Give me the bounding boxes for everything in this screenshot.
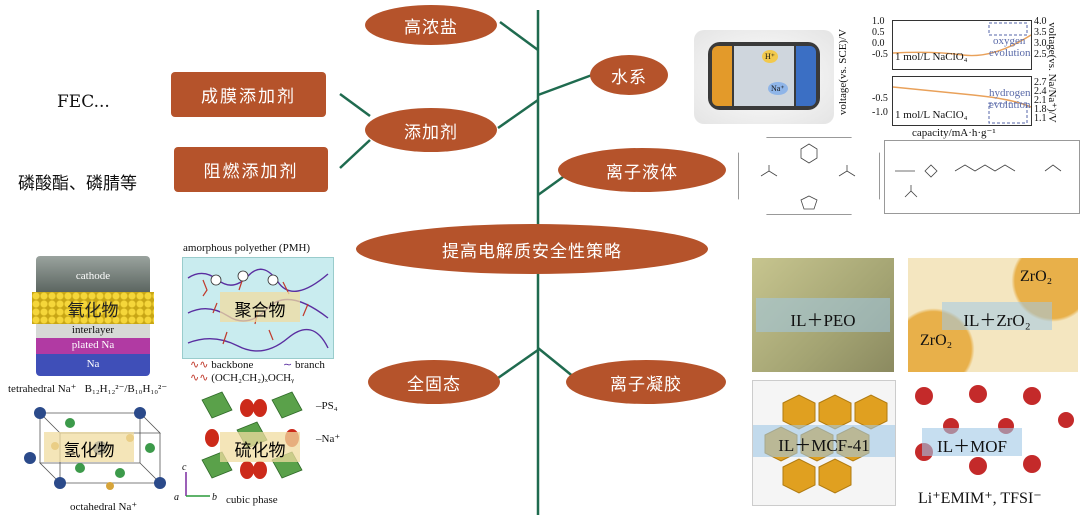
axis-b: b [212,492,217,503]
gel-panel-zro2-corner-bottom: ZrO₂ [920,332,953,349]
chart-top-label: 1 mol/L NaClO₄ [895,51,968,63]
fec-text: FEC... [57,92,110,112]
polymer-chain-label: ∿∿ (OCH₂CH₂)ₓOCHᵧ [190,372,295,384]
node-high-salt: 高浓盐 [365,5,497,45]
node-center: 提高电解质安全性策略 [356,224,708,274]
tick: 2.5 [1034,49,1047,60]
na-ion: Na⁺ [768,82,788,95]
battery-stack-figure: cathode 氧化物 interlayer plated Na Na [30,252,156,378]
polymer-backbone-label: ∿∿ backbone [190,359,254,371]
node-aqueous: 水系 [590,55,668,95]
h-ion: H⁺ [762,50,778,63]
chart-bottom-note2: evolution [989,99,1031,111]
chart-top-left-ticks: 1.0 0.5 0.0 -0.5 [872,16,888,60]
aqueous-chart: voltage(vs. SCE)/V voltage(vs. Na/Na⁺)/V… [837,14,1078,142]
plated-na-label: plated Na [71,339,115,351]
gel-panel-mof: IL＋MOF [906,380,1078,486]
gel-panel-peo-band [756,298,890,332]
chart-xlabel: capacity/mA·h·g⁻¹ [912,127,996,139]
chart-ylabel-left: voltage(vs. SCE)/V [837,28,850,116]
gel-panel-zro2-band [942,302,1052,330]
tick: 2.7 [1034,77,1047,88]
hydride-label: 氢化物 [63,441,115,461]
chart-bottom-label: 1 mol/L NaClO₄ [895,109,968,121]
oxide-label: 氧化物 [67,301,119,321]
sulfide-axes [185,472,210,497]
tick: 0.0 [872,38,885,49]
phosphate-text: 磷酸酯、磷腈等 [18,174,137,194]
interlayer-label: interlayer [71,324,115,336]
polymer-label: 聚合物 [234,301,286,321]
chart-bottom-right-ticks: 2.7 2.4 2.1 1.8 1.1 [1034,77,1047,124]
node-ionic-liquid: 离子液体 [558,148,726,192]
sulfide-na-label: –Na⁺ [316,433,341,445]
gel-panel-zro2-label: IL＋ZrO₂ [963,311,1031,330]
chart-ylabel-right: voltage(vs. Na/Na⁺)/V [1045,22,1058,123]
node-solid-state: 全固态 [368,360,500,404]
polymer-label-bg [220,292,300,322]
axis-c: c [182,462,187,473]
ionic-liquid-anions [884,140,1080,214]
gel-panel-mof-band [922,428,1022,456]
sulfide-ps4-label: –PS₄ [316,400,338,412]
gel-panel-zro2: IL＋ZrO₂ ZrO₂ ZrO₂ [908,258,1078,372]
cathode-strip [796,46,816,106]
na-layer [36,354,150,376]
tick: 0.5 [872,27,885,38]
tick: 1.1 [1034,113,1047,124]
node-film-additive: 成膜添加剂 [171,72,326,117]
hydride-label-bg [44,432,134,462]
chart-bottom-note1: hydrogen [989,87,1031,99]
interlayer [36,324,150,338]
gel-panel-mof-caption: Li⁺EMIM⁺, TFSI⁻ [918,490,1042,507]
chart-bottom-panel: 1 mol/L NaClO₄ hydrogen evolution [892,76,1032,126]
cation-structures [760,143,856,210]
anode-strip [712,46,732,106]
tick: 3.0 [1034,38,1047,49]
cathode-label: cathode [75,270,111,282]
gel-panel-mof-label: IL＋MOF [937,437,1007,456]
sulfide-label: 硫化物 [234,441,286,461]
chart-top-panel: 1 mol/L NaClO₄ oxygen evolution [892,20,1032,70]
gel-panel-mof-clusters [915,385,1074,475]
chart-top-curve [892,22,1032,57]
na-label: Na [86,358,100,370]
tick: 1.8 [1034,104,1047,115]
anion-structures [895,164,1062,198]
gel-panel-mcf-label: IL＋MCF-41 [778,436,870,455]
chart-top-note2: evolution [989,47,1031,59]
node-additive: 添加剂 [365,108,497,152]
polymer-title: amorphous polyether (PMH) [183,242,311,254]
sulfide-label-bg [220,432,300,462]
tick: 2.4 [1034,86,1047,97]
gel-panel-peo: IL＋PEO [752,258,894,372]
chart-top-note1: oxygen [993,35,1026,47]
tick: 4.0 [1034,16,1047,27]
hydride-bottom-label: octahedral Na⁺ [70,501,138,513]
chart-bottom-left-ticks: -0.5 -1.0 [872,92,888,120]
polymer-branch-label: ∼ branch [283,359,325,371]
tick: 1.0 [872,16,885,27]
aqueous-cell-figure: H⁺ Na⁺ [694,30,834,124]
oxide-layer [32,292,154,324]
gel-panel-mcf: IL＋MCF-41 [752,380,896,506]
plated-na-layer [36,338,150,354]
tick: -1.0 [872,107,888,118]
cathode-layer [36,256,150,294]
gel-panel-zro2-corner-top: ZrO₂ [1020,268,1053,285]
gel-panel-mcf-band [753,425,895,457]
axis-a: a [174,492,179,503]
gel-panel-peo-label: IL＋PEO [790,311,856,330]
tick: -0.5 [872,49,888,60]
sulfide-phase-label: cubic phase [226,494,278,506]
tick: -0.5 [872,93,888,104]
tick: 3.5 [1034,27,1047,38]
hydride-top-label: tetrahedral Na⁺ B₁₂H₁₂²⁻/B₁₀H₁₀²⁻ [8,383,168,395]
chart-bottom-curve [892,86,1032,124]
tick: 2.1 [1034,95,1047,106]
chart-top-right-ticks: 4.0 3.5 3.0 2.5 [1034,16,1047,60]
node-flame-additive: 阻燃添加剂 [174,147,328,192]
node-ionogel: 离子凝胶 [566,360,726,404]
